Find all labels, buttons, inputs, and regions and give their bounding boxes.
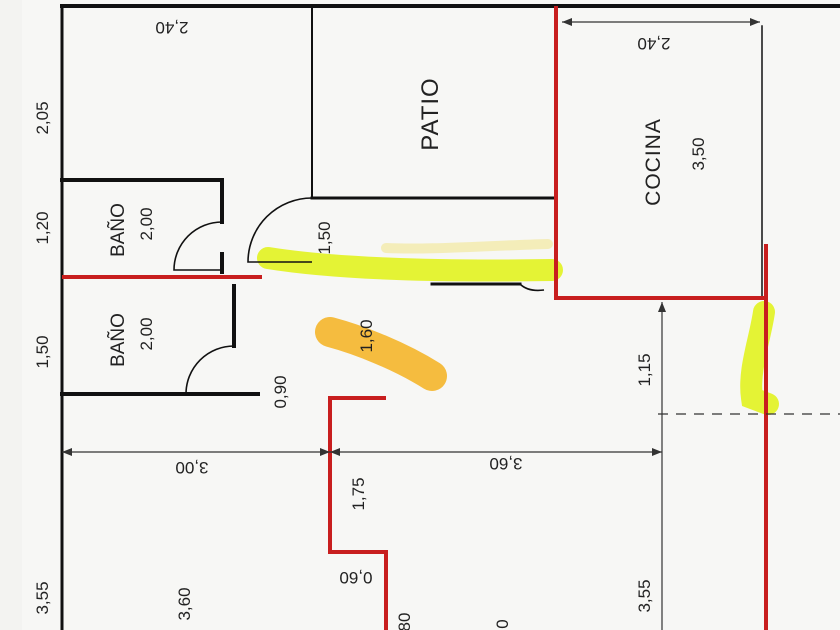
dim-3-60-mid: 3,60 bbox=[489, 454, 522, 473]
hall-stepped-wall bbox=[328, 396, 388, 630]
cocina-size: 3,50 bbox=[689, 137, 708, 170]
walls-red bbox=[62, 6, 768, 630]
dim-3-55-right: 3,55 bbox=[635, 579, 654, 612]
dim-1-15: 1,15 bbox=[635, 353, 654, 386]
door-bano-bottom bbox=[185, 345, 235, 395]
dim-3-55-left: 3,55 bbox=[33, 581, 52, 614]
dim-1-50-left: 1,50 bbox=[33, 335, 52, 368]
door-cocina-small bbox=[519, 283, 545, 292]
yellow-mark-vertical bbox=[740, 301, 779, 415]
cocina-label: COCINA bbox=[642, 118, 665, 206]
door-hall bbox=[247, 197, 313, 263]
doors bbox=[173, 197, 545, 395]
cocina-left-bottom-wall bbox=[554, 6, 766, 300]
dim-1-60: 1,60 bbox=[357, 319, 376, 352]
dim-0-60: 0,60 bbox=[339, 568, 372, 587]
bano-top-wall bbox=[60, 178, 224, 224]
dim-3-00: 3,00 bbox=[175, 458, 208, 477]
bano-bottom-label: BAÑO bbox=[107, 313, 129, 367]
orange-mark bbox=[315, 317, 447, 391]
dim-0-partial: 0 bbox=[493, 619, 512, 628]
yellow-mark-upper-smear bbox=[381, 239, 553, 254]
dim-1-75: 1,75 bbox=[349, 477, 368, 510]
bano-top-size: 2,00 bbox=[137, 207, 156, 240]
bano-top-label: BAÑO bbox=[107, 203, 129, 257]
dim-0-90: 0,90 bbox=[271, 375, 290, 408]
door-bano-top bbox=[173, 221, 223, 271]
yellow-mark-horizontal bbox=[257, 247, 563, 282]
dim-80-partial: 80 bbox=[395, 613, 414, 630]
dimension-arrows bbox=[62, 18, 760, 456]
dim-2-05: 2,05 bbox=[33, 101, 52, 134]
dim-2-40-cocina: 2,40 bbox=[637, 34, 670, 53]
dimension-lines bbox=[62, 21, 840, 630]
paper-background bbox=[22, 0, 840, 630]
dim-3-60-bottom: 3,60 bbox=[175, 587, 194, 620]
dim-2-40-top: 2,40 bbox=[155, 18, 188, 37]
dim-1-50-mid: 1,50 bbox=[315, 221, 334, 254]
dim-1-20: 1,20 bbox=[33, 211, 52, 244]
patio-label: PATIO bbox=[417, 77, 444, 150]
bano-bottom-size: 2,00 bbox=[137, 317, 156, 350]
